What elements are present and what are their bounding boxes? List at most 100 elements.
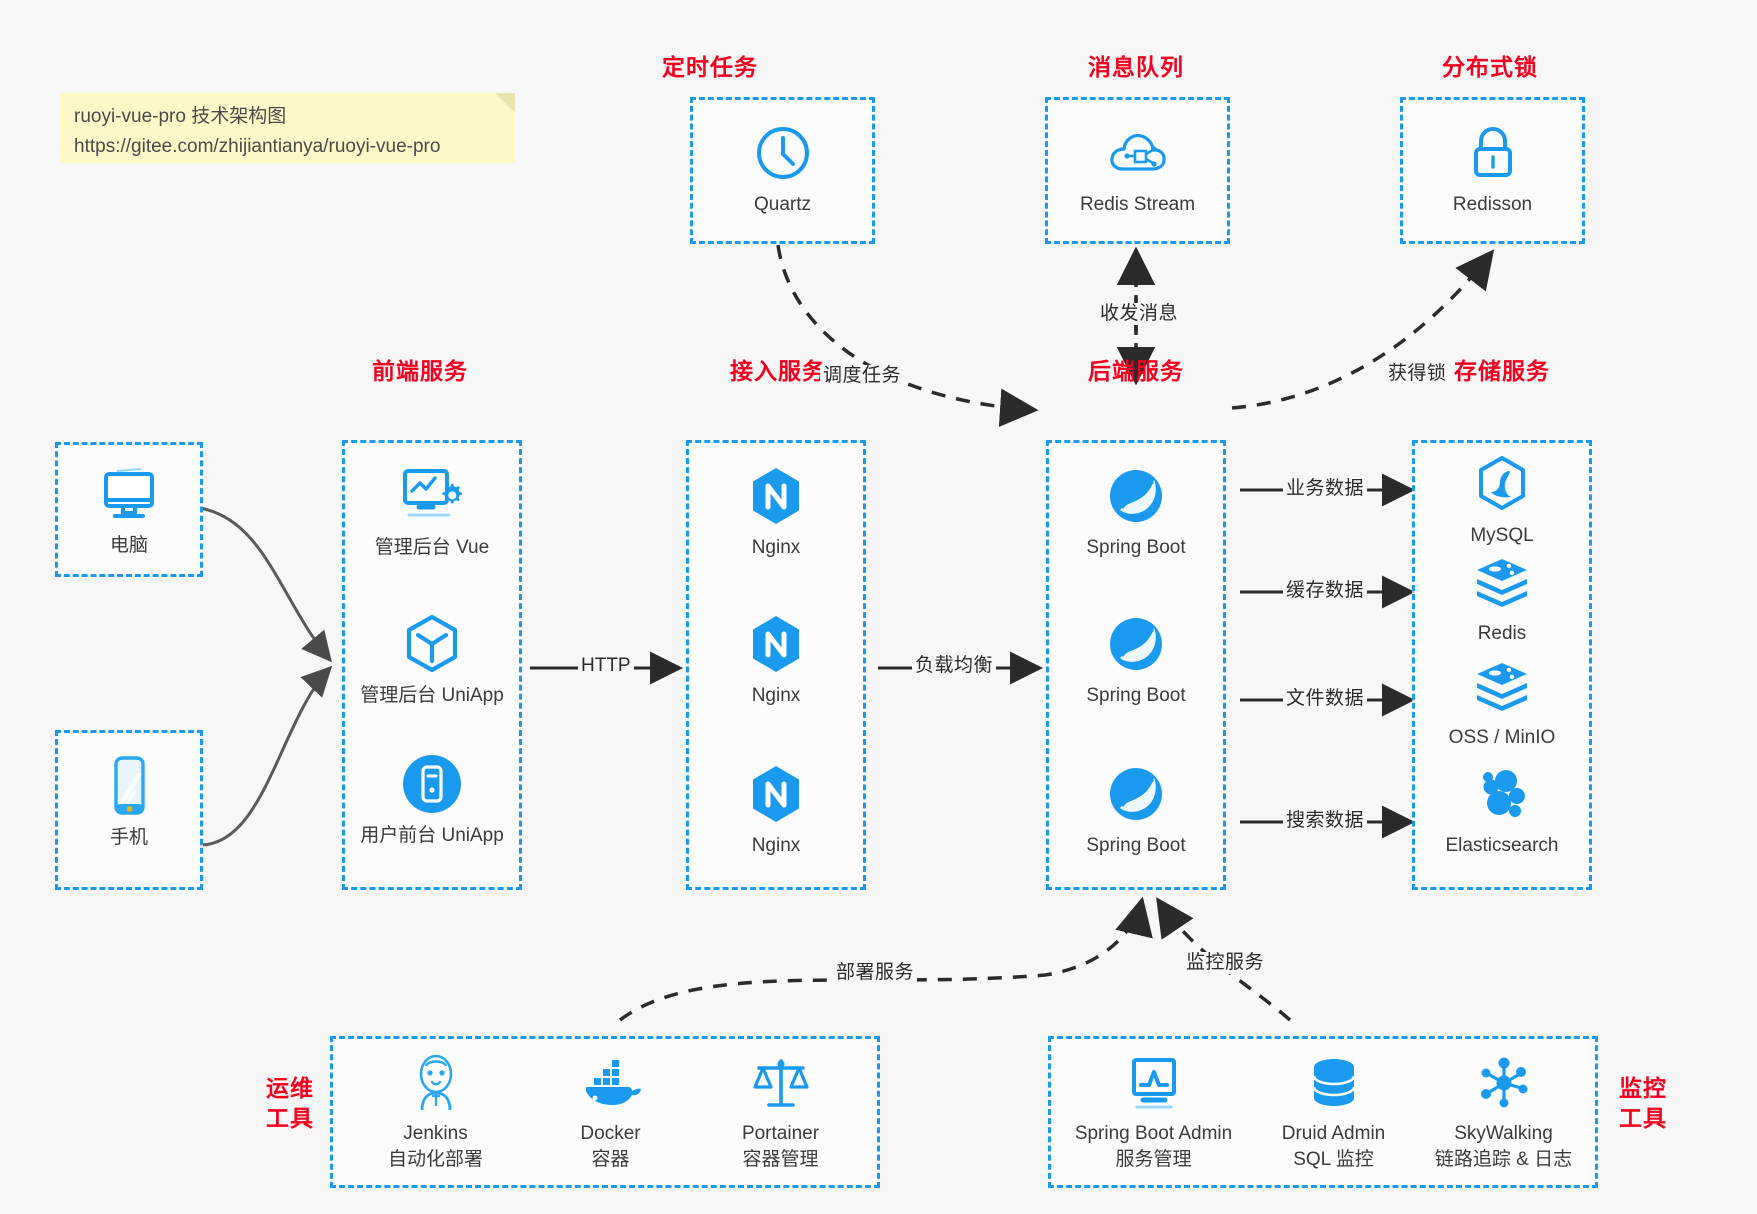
desktop-monitor-icon [58,463,200,525]
elasticsearch-icon [1415,763,1589,825]
spring-boot-icon [1049,465,1223,527]
node-label: Redis [1477,623,1527,644]
group-title-line2: 工具 [1619,1105,1667,1131]
node-label: 用户前台 UniApp [360,825,504,846]
nginx-icon [689,763,863,825]
node-springboot-2[interactable]: Spring Boot [1049,613,1223,708]
group-box-frontend-service: 管理后台 Vue 管理后台 UniApp 用户前台 UniApp [342,440,522,890]
edge-label-search-data: 搜索数据 [1283,810,1368,832]
portainer-scale-icon [698,1051,863,1115]
node-sublabel: 服务管理 [1115,1149,1192,1170]
node-label: Elasticsearch [1445,835,1559,856]
node-user-uniapp[interactable]: 用户前台 UniApp [345,753,519,848]
node-sublabel: 容器管理 [742,1149,819,1170]
note-dogear-icon [495,93,515,113]
node-admin-vue[interactable]: 管理后台 Vue [345,465,519,560]
node-computer[interactable]: 电脑 [58,463,200,558]
group-title-monitor-tools: 监控 工具 [1608,1073,1678,1133]
group-box-message-queue: Redis Stream [1045,97,1230,244]
node-label: Nginx [751,835,801,856]
node-docker[interactable]: Docker 容器 [528,1051,693,1173]
edge-label-file-data: 文件数据 [1283,688,1368,710]
node-portainer[interactable]: Portainer 容器管理 [698,1051,863,1173]
edge-label-http: HTTP [578,655,634,677]
group-title-line2: 工具 [266,1105,314,1131]
spring-boot-icon [1049,613,1223,675]
node-label: Spring Boot [1086,835,1186,856]
group-title-devops-tools: 运维 工具 [255,1073,325,1133]
group-title-backend-service: 后端服务 [1088,358,1184,384]
redis-stack-icon [1415,655,1589,717]
edge-label-load-balance: 负载均衡 [912,655,997,677]
node-nginx-3[interactable]: Nginx [689,763,863,858]
group-title-distributed-lock: 分布式锁 [1442,54,1538,80]
node-label: Docker [580,1123,641,1144]
dashboard-gear-icon [345,465,519,527]
node-springboot-1[interactable]: Spring Boot [1049,465,1223,560]
node-skywalking[interactable]: SkyWalking 链路追踪 & 日志 [1406,1051,1601,1173]
node-sublabel: 链路追踪 & 日志 [1434,1149,1573,1170]
node-quartz[interactable]: Quartz [693,122,872,217]
node-elasticsearch[interactable]: Elasticsearch [1415,763,1589,858]
node-mysql[interactable]: MySQL [1415,453,1589,548]
skywalking-nodes-icon [1406,1051,1601,1115]
node-redis[interactable]: Redis [1415,551,1589,646]
group-title-message-queue: 消息队列 [1088,54,1184,80]
group-title-frontend-service: 前端服务 [372,358,468,384]
node-label: Portainer [741,1123,820,1144]
jenkins-butler-icon [353,1051,518,1115]
monitor-chart-icon [1056,1051,1251,1115]
group-title-scheduled-task: 定时任务 [662,54,758,80]
cloud-stream-icon [1048,122,1227,184]
smartphone-icon [58,755,200,817]
node-label: Spring Boot [1086,537,1186,558]
node-oss-minio[interactable]: OSS / MinIO [1415,655,1589,750]
node-sublabel: SQL 监控 [1293,1149,1374,1170]
lock-icon [1403,122,1582,184]
node-label: Redisson [1452,194,1533,215]
nginx-icon [689,465,863,527]
node-label: Druid Admin [1281,1123,1386,1144]
node-label: 管理后台 Vue [374,537,490,558]
node-label: MySQL [1470,525,1534,546]
node-label: Nginx [751,537,801,558]
group-box-computer: 电脑 [55,442,203,577]
node-label: OSS / MinIO [1448,727,1556,748]
node-label: Quartz [753,194,812,215]
group-box-access-service: Nginx Nginx Nginx [686,440,866,890]
node-label: Spring Boot [1086,685,1186,706]
diagram-note: ruoyi-vue-pro 技术架构图 https://gitee.com/zh… [60,93,515,163]
group-box-monitor-tools: Spring Boot Admin 服务管理 Druid Admin SQL 监… [1048,1036,1598,1188]
redis-stack-icon [1415,551,1589,613]
group-box-storage-service: MySQL Redis [1412,440,1592,890]
group-box-backend-service: Spring Boot Spring Boot Spring Boot [1046,440,1226,890]
node-admin-uniapp[interactable]: 管理后台 UniApp [345,613,519,708]
node-jenkins[interactable]: Jenkins 自动化部署 [353,1051,518,1173]
node-sublabel: 自动化部署 [387,1149,483,1170]
node-label: 管理后台 UniApp [360,685,504,706]
node-phone[interactable]: 手机 [58,755,200,850]
group-box-scheduled-task: Quartz [690,97,875,244]
database-icon [1246,1051,1421,1115]
edge-label-cache-data: 缓存数据 [1283,580,1368,602]
nginx-icon [689,613,863,675]
node-spring-boot-admin[interactable]: Spring Boot Admin 服务管理 [1056,1051,1251,1173]
edge-label-monitor-service: 监控服务 [1183,952,1268,974]
mobile-app-icon [345,753,519,815]
node-springboot-3[interactable]: Spring Boot [1049,763,1223,858]
mysql-dolphin-icon [1415,453,1589,515]
node-label: 电脑 [109,535,148,556]
node-redisson[interactable]: Redisson [1403,122,1582,217]
group-title-line1: 运维 [266,1075,314,1101]
group-box-devops-tools: Jenkins 自动化部署 Docker 容器 [330,1036,880,1188]
node-redis-stream[interactable]: Redis Stream [1048,122,1227,217]
node-nginx-1[interactable]: Nginx [689,465,863,560]
group-title-access-service: 接入服务 [730,358,826,384]
node-sublabel: 容器 [591,1149,630,1170]
node-label: Jenkins [403,1123,468,1144]
clock-icon [693,122,872,184]
edge-label-schedule-task: 调度任务 [820,365,905,387]
node-nginx-2[interactable]: Nginx [689,613,863,708]
node-druid-admin[interactable]: Druid Admin SQL 监控 [1246,1051,1421,1173]
